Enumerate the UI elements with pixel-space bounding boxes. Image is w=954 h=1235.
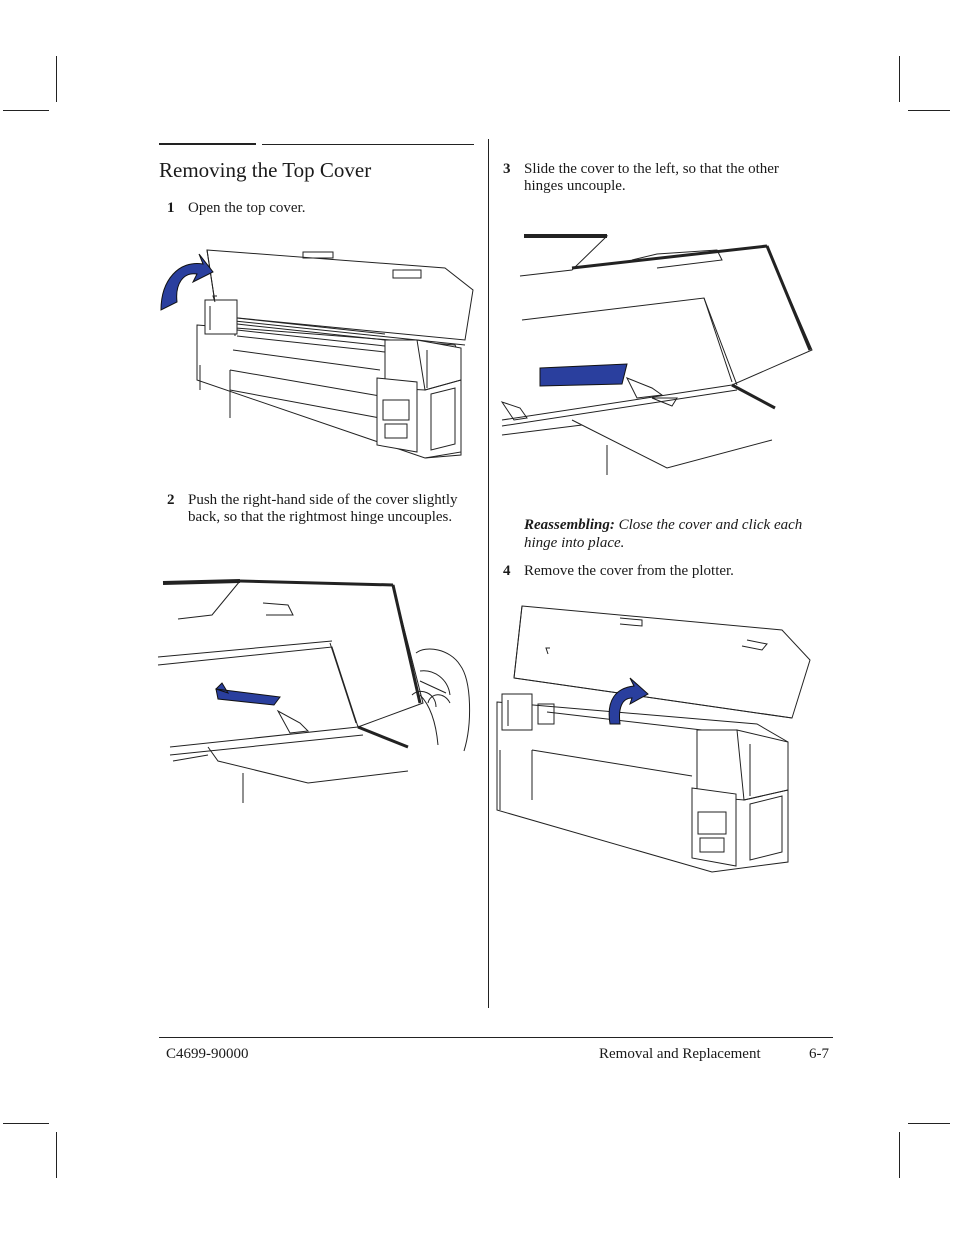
crop-mark-tl-v xyxy=(56,56,57,102)
step-text: Push the right-hand side of the cover sl… xyxy=(188,492,458,525)
crop-mark-bl-h xyxy=(3,1123,49,1124)
note-text: Close the cover and click each hinge int… xyxy=(524,517,803,551)
step-number: 2 xyxy=(167,492,175,508)
note-label: Reassembling: xyxy=(524,517,615,533)
step-1: 1 Open the top cover. xyxy=(167,200,477,220)
step-2: 2 Push the right-hand side of the cover … xyxy=(167,492,482,548)
step-text: Slide the cover to the left, so that the… xyxy=(524,161,779,194)
footer-page-number: 6-7 xyxy=(809,1046,829,1062)
crop-mark-tr-v xyxy=(899,56,900,102)
footer-rule xyxy=(159,1037,833,1038)
column-divider xyxy=(488,139,489,1008)
step-number: 4 xyxy=(503,563,511,579)
header-rule-thin xyxy=(262,144,474,145)
figure-slide-cover xyxy=(500,234,813,475)
crop-mark-tr-h xyxy=(908,110,950,111)
crop-mark-tl-h xyxy=(3,110,49,111)
step-4: 4 Remove the cover from the plotter. xyxy=(503,563,803,583)
figure-remove-cover xyxy=(496,605,811,873)
footer-doc-number: C4699-90000 xyxy=(166,1046,249,1062)
figure-open-cover xyxy=(160,249,474,459)
step-text: Remove the cover from the plotter. xyxy=(524,563,734,579)
header-rule-thick xyxy=(159,143,256,145)
step-3: 3 Slide the cover to the left, so that t… xyxy=(503,161,803,199)
reassembling-note: Reassembling: Close the cover and click … xyxy=(524,516,824,552)
step-number: 3 xyxy=(503,161,511,177)
crop-mark-br-h xyxy=(908,1123,950,1124)
crop-mark-br-v xyxy=(899,1132,900,1178)
step-number: 1 xyxy=(167,200,175,216)
page-title: Removing the Top Cover xyxy=(159,158,372,182)
step-text: Open the top cover. xyxy=(188,200,306,216)
crop-mark-bl-v xyxy=(56,1132,57,1178)
figure-push-cover xyxy=(157,579,471,803)
footer-chapter: Removal and Replacement xyxy=(599,1046,761,1062)
